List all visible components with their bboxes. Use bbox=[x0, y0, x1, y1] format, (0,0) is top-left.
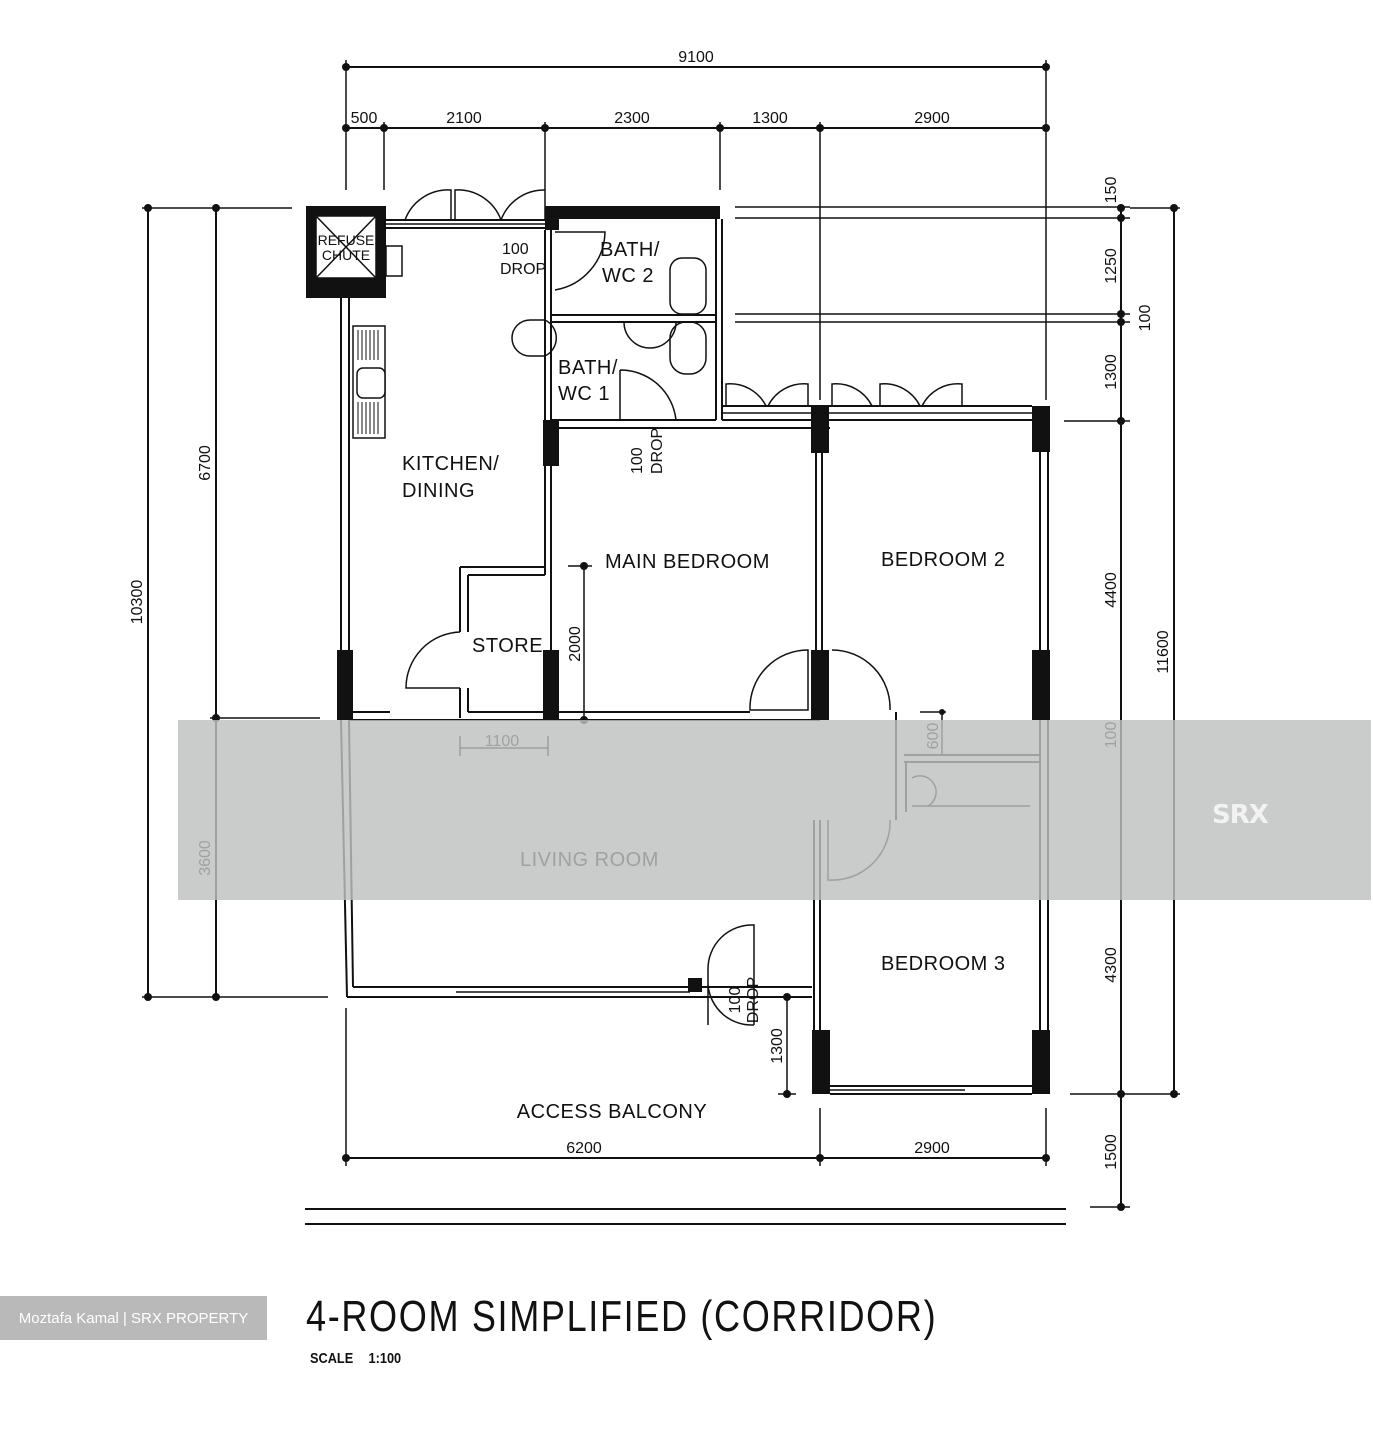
scale-label: SCALE bbox=[310, 1350, 354, 1367]
label-kitchen-2: DINING bbox=[402, 480, 475, 502]
label-drop-value-2: 100 bbox=[629, 447, 646, 474]
dim-left-total: 10300 bbox=[129, 580, 146, 625]
dim-left-6700: 6700 bbox=[197, 445, 214, 481]
dim-top-2300: 2300 bbox=[614, 110, 650, 127]
label-store: STORE bbox=[472, 635, 543, 657]
walls bbox=[306, 189, 1050, 1098]
dim-right-100b: 100 bbox=[1103, 722, 1120, 749]
dim-top-2900: 2900 bbox=[914, 110, 950, 127]
top-dimensions: 9100 500 2100 2300 1300 2900 bbox=[342, 49, 1050, 400]
credit-badge: Moztafa Kamal | SRX PROPERTY bbox=[0, 1296, 267, 1340]
label-refuse-chute-1: REFUSE bbox=[318, 232, 375, 248]
label-bedroom-3: BEDROOM 3 bbox=[881, 953, 1006, 975]
label-living-room: LIVING ROOM bbox=[520, 849, 659, 871]
dim-top-total: 9100 bbox=[678, 49, 714, 66]
scale-value: 1:100 bbox=[368, 1350, 402, 1367]
label-bath-wc2-2: WC 2 bbox=[602, 265, 654, 287]
right-dimensions: 150 1250 100 1300 4400 100 4300 1500 116… bbox=[735, 177, 1180, 1211]
label-bath-wc1-1: BATH/ bbox=[558, 357, 618, 379]
dim-top-1300: 1300 bbox=[752, 110, 788, 127]
dim-balcony-1300: 1300 bbox=[769, 1028, 786, 1064]
dim-right-4300: 4300 bbox=[1103, 947, 1120, 983]
label-access-balcony: ACCESS BALCONY bbox=[517, 1101, 707, 1123]
bottom-dimensions: 6200 2900 bbox=[305, 1008, 1066, 1225]
left-dimensions: 10300 6700 3600 bbox=[129, 204, 328, 1001]
label-main-bedroom: MAIN BEDROOM bbox=[605, 551, 770, 573]
dim-left-3600: 3600 bbox=[197, 840, 214, 876]
plan-title: 4-ROOM SIMPLIFIED (CORRIDOR) bbox=[306, 1292, 938, 1341]
dim-bottom-6200: 6200 bbox=[566, 1140, 602, 1157]
label-refuse-chute-2: CHUTE bbox=[322, 247, 370, 263]
dim-store-1100: 1100 bbox=[485, 733, 520, 750]
dim-right-1500: 1500 bbox=[1103, 1134, 1120, 1170]
dim-top-500: 500 bbox=[351, 110, 378, 127]
dim-right-150: 150 bbox=[1103, 177, 1120, 204]
dim-right-100a: 100 bbox=[1137, 305, 1154, 332]
dim-top-2100: 2100 bbox=[446, 110, 482, 127]
label-kitchen-1: KITCHEN/ bbox=[402, 453, 499, 475]
dim-right-1250: 1250 bbox=[1103, 248, 1120, 284]
label-bath-wc1-2: WC 1 bbox=[558, 383, 610, 405]
watermark-logo: SRX bbox=[1212, 800, 1269, 830]
room-labels: REFUSE CHUTE 100 DROP BATH/ WC 2 BATH/ W… bbox=[318, 232, 1006, 1123]
label-drop-value-3: 100 bbox=[727, 987, 744, 1014]
dim-main-bedroom-2000: 2000 bbox=[567, 626, 584, 662]
label-drop-text-1: DROP bbox=[500, 261, 546, 278]
label-drop-text-3: DROP bbox=[745, 977, 762, 1023]
dim-right-total: 11600 bbox=[1155, 630, 1172, 673]
label-bath-wc2-1: BATH/ bbox=[600, 239, 660, 261]
label-drop-text-2: DROP bbox=[649, 428, 666, 474]
dim-bottom-2900: 2900 bbox=[914, 1140, 950, 1157]
plan-scale: SCALE 1:100 bbox=[310, 1350, 416, 1367]
label-bedroom-2: BEDROOM 2 bbox=[881, 549, 1006, 571]
label-drop-value-1: 100 bbox=[502, 241, 529, 258]
dim-right-1300: 1300 bbox=[1103, 354, 1120, 390]
dim-shelter-600: 600 bbox=[925, 723, 942, 750]
dim-right-4400: 4400 bbox=[1103, 572, 1120, 608]
